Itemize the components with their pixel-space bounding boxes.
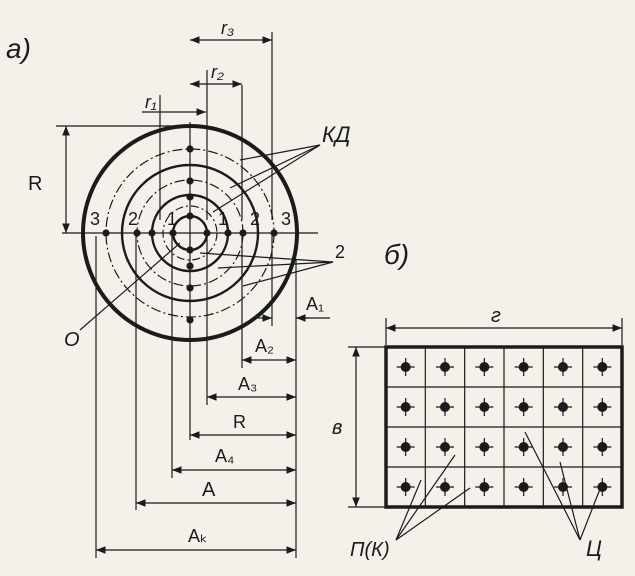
- grid-hole: [396, 438, 415, 456]
- grid-hole: [593, 398, 612, 416]
- height-dimension: [348, 346, 386, 508]
- grid-hole: [514, 398, 533, 416]
- ring-3-left-label: 3: [90, 209, 100, 229]
- panel-b-label: б): [384, 239, 409, 270]
- o-leader: [79, 242, 181, 331]
- r2-label: r₂: [211, 62, 224, 82]
- height-label: в: [332, 417, 342, 439]
- grid-hole: [436, 398, 454, 416]
- grid-lines: [386, 347, 622, 507]
- ring-2-left-label: 2: [128, 209, 138, 229]
- grid-hole: [514, 478, 533, 496]
- bottom-dimension-lines: [96, 314, 330, 554]
- grid-hole: [554, 438, 572, 456]
- r3-label: r₃: [221, 18, 234, 38]
- Ak-label: Aₖ: [188, 526, 208, 546]
- A-label: A: [202, 479, 216, 501]
- kd-leaders: [212, 144, 321, 213]
- hole-dots: [102, 145, 278, 324]
- grid-holes: [396, 358, 612, 496]
- ring-2-right-label: 2: [250, 209, 260, 229]
- ring-1-left-label: 1: [167, 209, 177, 229]
- extension-lines: [95, 32, 297, 558]
- marker-2-label: 2: [335, 242, 345, 262]
- grid-hole: [514, 358, 533, 376]
- grid-hole: [593, 438, 612, 456]
- c-leaders: [524, 431, 601, 541]
- radius-dimension: [56, 125, 190, 233]
- panel-a-label: а): [6, 33, 31, 64]
- o-label: О: [64, 329, 80, 351]
- R-radius-label: R: [28, 173, 42, 195]
- grid-hole: [593, 358, 612, 376]
- grid-hole: [396, 478, 415, 496]
- top-dimension-lines: [142, 36, 272, 116]
- width-dimension: [385, 318, 623, 345]
- grid-hole: [475, 478, 494, 496]
- marker-2-leaders: [199, 252, 334, 287]
- kd-label: КД: [322, 122, 350, 147]
- figure-b: б) г в П(К) Ц: [332, 239, 624, 561]
- grid-hole: [514, 438, 533, 456]
- c-label: Ц: [586, 536, 602, 561]
- grid-hole: [436, 478, 454, 496]
- ring-3-right-label: 3: [281, 209, 291, 229]
- grid-hole: [436, 358, 454, 376]
- A4-label: A₄: [215, 446, 234, 466]
- pk-label: П(К): [350, 539, 390, 561]
- grid-hole: [436, 438, 454, 456]
- ring-1-right-label: 1: [218, 209, 228, 229]
- A1-label: A₁: [306, 294, 324, 314]
- grid-hole: [475, 438, 494, 456]
- r1-label: r₁: [145, 92, 157, 112]
- A2-label: A₂: [255, 336, 274, 356]
- figure-a: а): [6, 18, 350, 558]
- width-label: г: [491, 305, 501, 327]
- grid-hole: [554, 398, 572, 416]
- grid-hole: [475, 358, 494, 376]
- grid-hole: [396, 358, 415, 376]
- pk-leaders: [395, 454, 471, 541]
- grid-hole: [593, 478, 612, 496]
- grid-hole: [396, 398, 415, 416]
- A3-label: A₃: [238, 374, 257, 394]
- grid-hole: [475, 398, 494, 416]
- R-dimension-label: R: [233, 412, 246, 432]
- grid-hole: [554, 358, 572, 376]
